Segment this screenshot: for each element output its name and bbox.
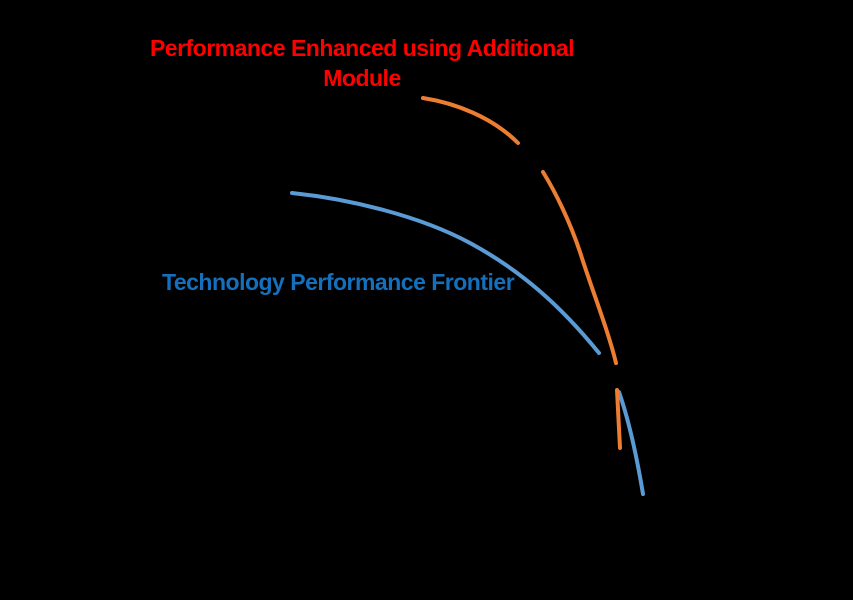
frontier-curve-segment-1	[290, 191, 601, 355]
enhanced-curve-segment-1	[421, 96, 520, 145]
enhanced-module-label-line2: Module	[323, 65, 401, 91]
enhanced-module-label: Performance Enhanced using Additional Mo…	[82, 33, 642, 93]
frontier-curve-segment-2	[617, 390, 645, 496]
technology-frontier-label: Technology Performance Frontier	[162, 269, 515, 295]
enhanced-curve-segment-2	[541, 170, 618, 365]
enhanced-curve-segment-3	[615, 388, 622, 450]
enhanced-module-label-line1: Performance Enhanced using Additional	[149, 35, 575, 61]
